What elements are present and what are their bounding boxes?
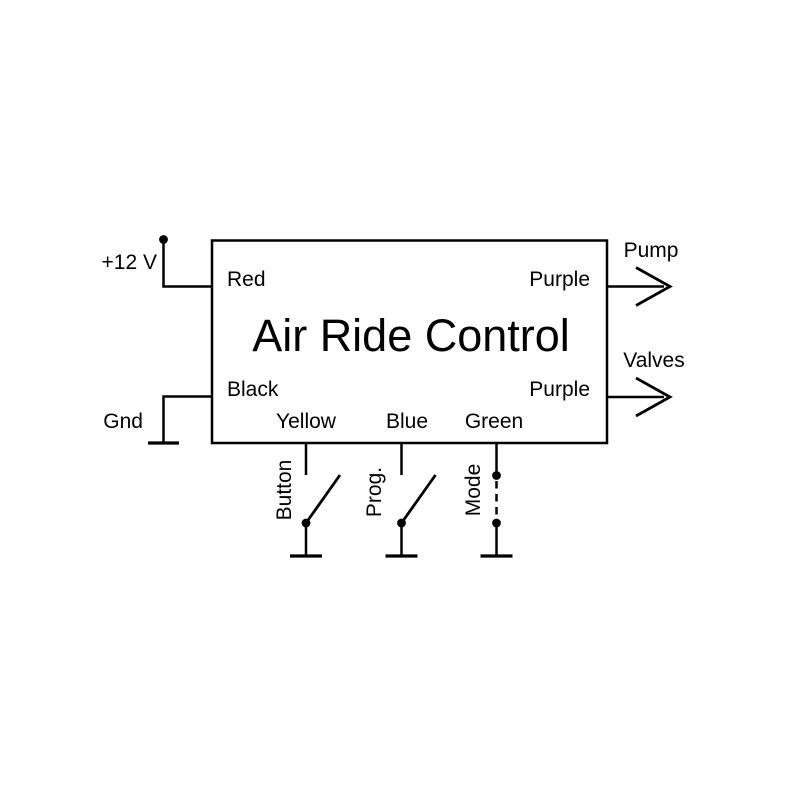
- valves-arrow-icon: [635, 376, 673, 418]
- switch-lever: [400, 474, 437, 524]
- supply-wire: [159, 235, 212, 288]
- pin-label-green: Green: [465, 410, 523, 433]
- switch-lever: [304, 474, 342, 524]
- control-box: [210, 239, 609, 445]
- ground-wire: [148, 395, 212, 445]
- control-label-prog: Prog.: [363, 467, 386, 517]
- control-label-button: Button: [273, 460, 296, 521]
- valves-wire: [607, 376, 673, 418]
- pin-label-blue: Blue: [386, 410, 428, 433]
- control-label-mode: Mode: [462, 464, 485, 517]
- pin-label-red: Red: [227, 268, 266, 291]
- pump-wire: [607, 266, 673, 307]
- jumper-dot-top: [492, 471, 501, 480]
- prog-switch: [385, 443, 437, 558]
- button-switch: [290, 443, 342, 558]
- output-label-pump: Pump: [624, 239, 679, 262]
- box-title: Air Ride Control: [252, 310, 570, 361]
- pin-label-purple-top: Purple: [529, 268, 590, 291]
- supply-label: +12 V: [102, 251, 157, 274]
- pin-label-purple-bottom: Purple: [529, 378, 590, 401]
- mode-jumper: [480, 443, 513, 558]
- output-label-valves: Valves: [623, 349, 684, 372]
- pin-label-yellow: Yellow: [276, 410, 337, 433]
- pin-label-black: Black: [227, 378, 279, 401]
- ground-label: Gnd: [103, 410, 143, 433]
- pump-arrow-icon: [635, 266, 673, 307]
